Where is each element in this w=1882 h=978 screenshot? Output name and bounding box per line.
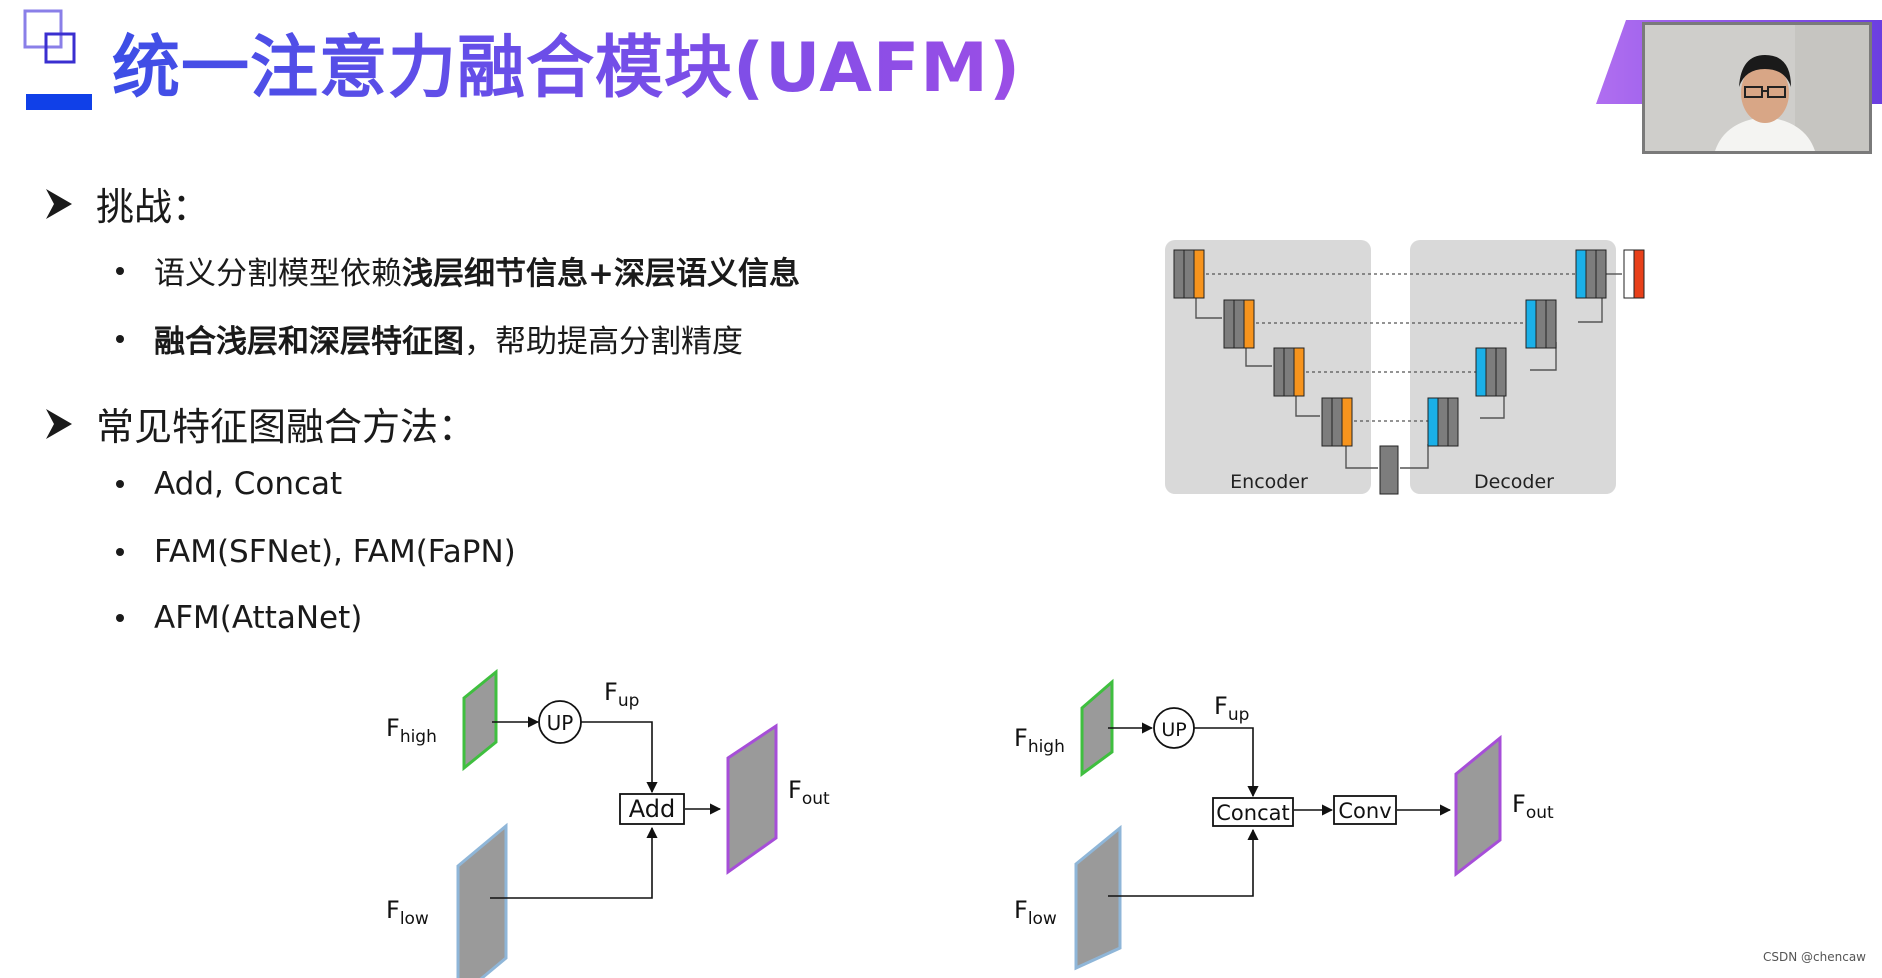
- add-node: [619, 793, 685, 825]
- title-accent-bar: [26, 94, 92, 110]
- f-out-label: Fout: [1512, 790, 1554, 823]
- list-item-text: Add, Concat: [154, 466, 343, 502]
- list-item-text: FAM(SFNet), FAM(FaPN): [154, 534, 516, 570]
- concat-node: [1212, 797, 1294, 827]
- up-label: UP: [547, 711, 574, 735]
- list-item: AFM(AttaNet): [116, 600, 362, 636]
- encoder-panel: [1165, 240, 1371, 494]
- encoder-label: Encoder: [1230, 471, 1308, 493]
- bullet-arrow-icon: [46, 188, 72, 219]
- decoder-label: Decoder: [1474, 471, 1554, 493]
- f-up-label: Fup: [1214, 692, 1249, 725]
- f-high-plate: [1080, 678, 1114, 777]
- decoder-blocks: [1427, 249, 1607, 447]
- conv-label: Conv: [1338, 799, 1391, 823]
- f-up-label: Fup: [604, 678, 639, 711]
- f-high-label: Fhigh: [1014, 724, 1065, 757]
- f-low-label: Flow: [1014, 896, 1057, 929]
- f-high-label: Fhigh: [386, 714, 437, 747]
- f-low-plate: [456, 822, 508, 978]
- section-heading: 挑战：: [96, 185, 211, 229]
- list-item-text-bold: 浅层细节信息+深层语义信息: [402, 256, 800, 292]
- bullet-arrow-icon: [46, 408, 72, 439]
- bullet-dot-icon: [116, 548, 124, 556]
- f-low-plate: [1074, 824, 1122, 971]
- list-item: FAM(SFNet), FAM(FaPN): [116, 534, 516, 570]
- presenter-avatar: [1645, 25, 1869, 151]
- list-item: 语义分割模型依赖浅层细节信息+深层语义信息: [116, 248, 800, 293]
- bottleneck-block: [1379, 445, 1399, 495]
- up-label: UP: [1161, 719, 1186, 741]
- presenter-webcam: [1642, 22, 1872, 154]
- slide-title: 统一注意力融合模块(UAFM): [112, 12, 1021, 111]
- decoder-panel: [1410, 240, 1616, 494]
- bullet-dot-icon: [116, 266, 124, 275]
- section-challenge: 挑战：: [44, 176, 210, 231]
- list-item-text: AFM(AttaNet): [154, 600, 363, 636]
- conv-node: [1333, 795, 1397, 825]
- f-out-plate: [1454, 734, 1502, 878]
- list-item-text-bold: 融合浅层和深层特征图: [154, 324, 464, 360]
- f-high-plate: [462, 668, 498, 772]
- f-out-plate: [726, 723, 778, 875]
- f-out-label: Fout: [788, 776, 830, 809]
- logo-icon: [23, 9, 76, 64]
- bullet-dot-icon: [116, 614, 124, 622]
- bullet-dot-icon: [116, 480, 124, 488]
- watermark: CSDN @chencaw: [1763, 950, 1866, 964]
- fusion-concat-diagram: Fhigh Flow Fup Fout UP Concat Conv: [1014, 678, 1554, 971]
- bullet-dot-icon: [116, 334, 124, 343]
- section-heading: 常见特征图融合方法：: [96, 405, 477, 449]
- list-item-text-normal: 语义分割模型依赖: [154, 256, 402, 292]
- list-item-text-normal: ，帮助提高分割精度: [464, 324, 743, 360]
- unet-diagram: Encoder Decoder: [1165, 240, 1645, 495]
- section-fusion-methods: 常见特征图融合方法：: [44, 396, 476, 451]
- list-item: Add, Concat: [116, 466, 342, 502]
- fusion-add-diagram: Fhigh Flow Fup Fout UP Add: [386, 668, 830, 978]
- f-low-label: Flow: [386, 896, 429, 929]
- add-label: Add: [629, 795, 675, 823]
- output-block: [1623, 249, 1645, 299]
- concat-label: Concat: [1216, 801, 1289, 825]
- encoder-blocks: [1173, 249, 1353, 447]
- list-item: 融合浅层和深层特征图，帮助提高分割精度: [116, 316, 743, 361]
